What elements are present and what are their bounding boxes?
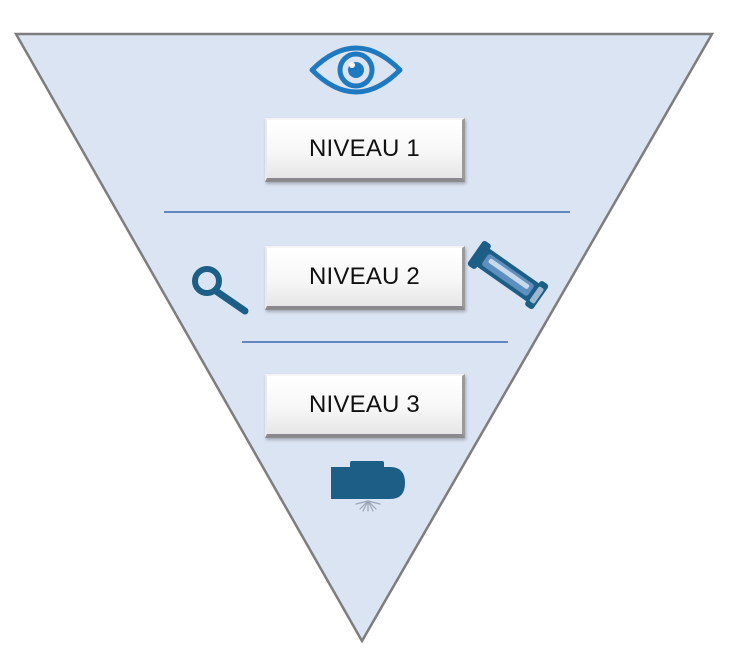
inverted-pyramid — [13, 32, 715, 644]
ultrasonic-probe-icon — [331, 461, 405, 512]
eye-icon — [309, 45, 403, 95]
level-1-button: NIVEAU 1 — [265, 118, 465, 182]
level-3-button: NIVEAU 3 — [265, 374, 465, 438]
magnifier-icon — [192, 266, 249, 315]
level-2-button: NIVEAU 2 — [265, 246, 465, 310]
borescope-icon — [467, 240, 549, 310]
